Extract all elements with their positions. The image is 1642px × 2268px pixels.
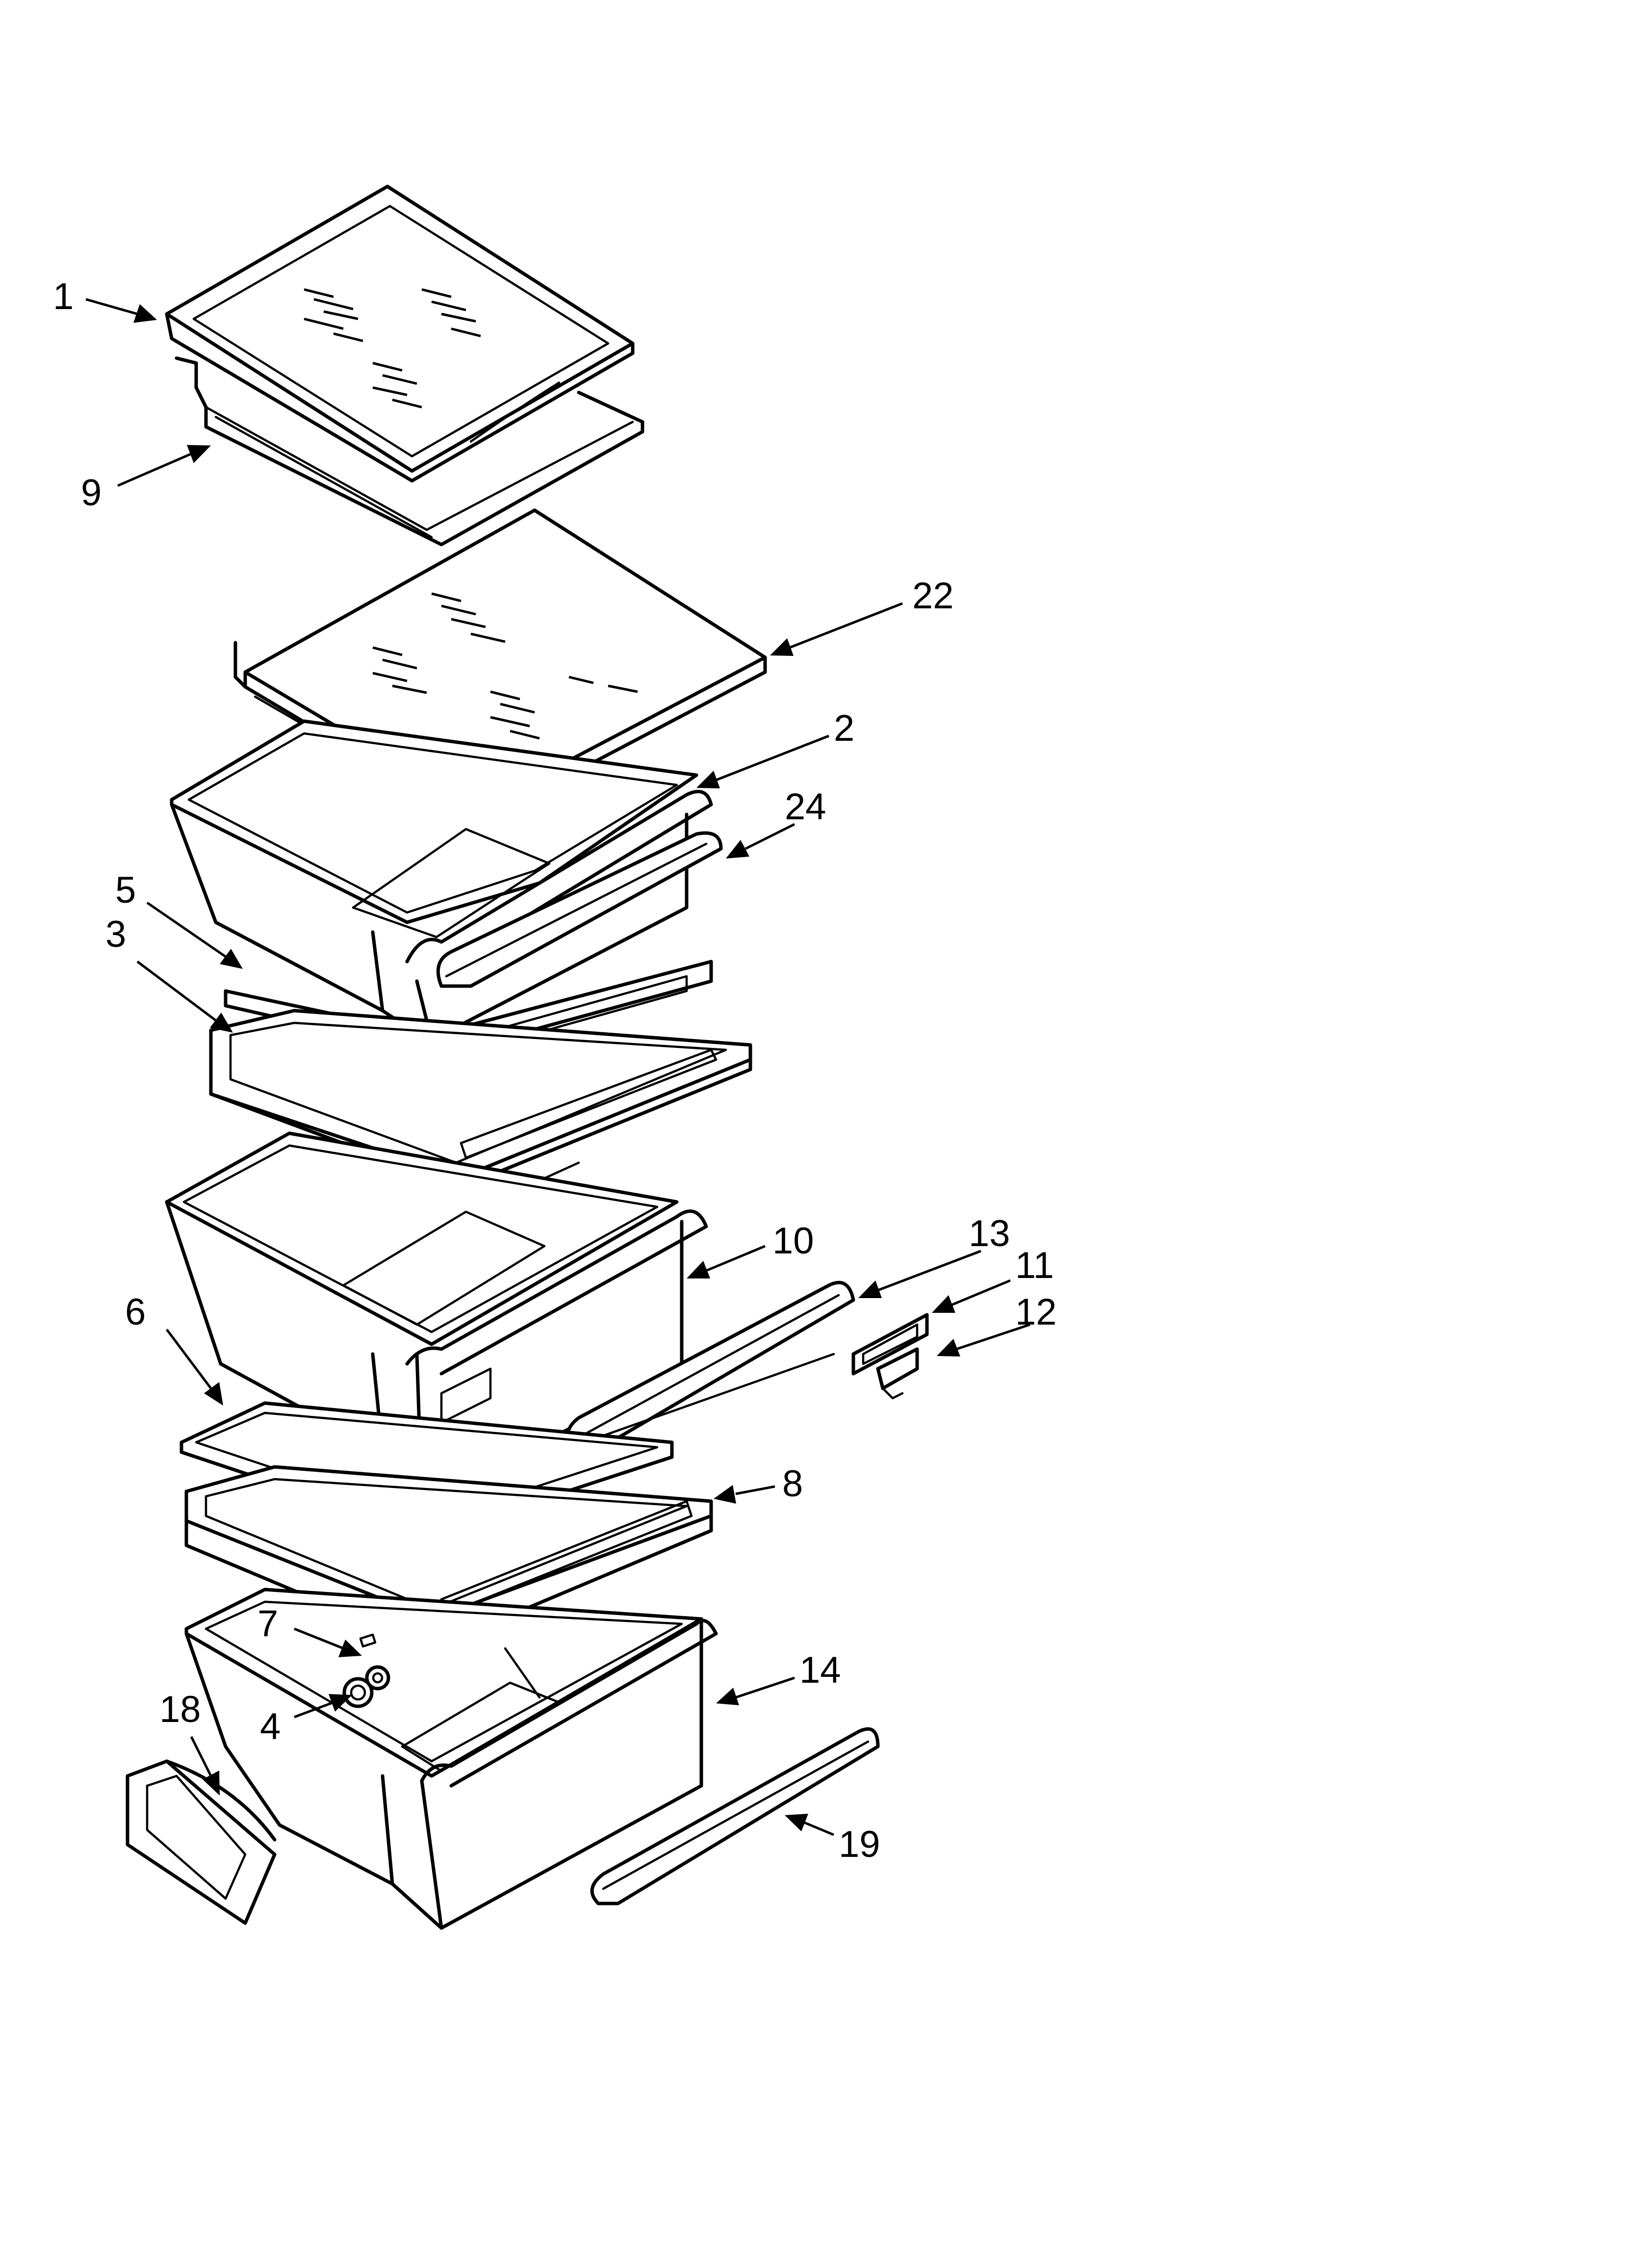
control-cover-part-11 (851, 1313, 929, 1376)
glass-reflection-marks (304, 288, 481, 409)
callout-11: 11 (1015, 1245, 1054, 1286)
callout-19: 19 (839, 1824, 880, 1865)
callout-labels: 1 9 22 2 24 5 3 10 13 11 12 6 8 7 14 18 … (53, 276, 1057, 1865)
callout-leaders (85, 298, 1030, 1836)
callout-13: 13 (969, 1213, 1010, 1254)
callout-3: 3 (105, 913, 126, 955)
drawer-handle-part-24 (436, 831, 723, 988)
callout-14: 14 (799, 1649, 841, 1691)
callout-6: 6 (125, 1291, 146, 1333)
control-slide-part-12 (876, 1347, 919, 1400)
crisper-drawer-part-2 (170, 719, 713, 1042)
callout-4: 4 (260, 1706, 281, 1747)
clip-part-7 (359, 1633, 377, 1648)
callout-9: 9 (81, 472, 102, 514)
shelf-part-1 (165, 184, 635, 483)
callout-18: 18 (159, 1689, 201, 1730)
callout-7: 7 (257, 1603, 278, 1644)
humidity-knob-part-4 (342, 1665, 390, 1708)
callout-22: 22 (912, 575, 954, 617)
callout-12: 12 (1015, 1291, 1057, 1333)
label-frame-part-18 (126, 1759, 277, 1925)
callout-5: 5 (115, 869, 136, 911)
callout-2: 2 (834, 707, 854, 749)
callout-10: 10 (772, 1220, 814, 1262)
callout-8: 8 (782, 1463, 803, 1505)
glass-reflection-marks (372, 592, 638, 740)
drawer-trim-part-13 (565, 1280, 855, 1454)
callout-24: 24 (785, 786, 826, 828)
drawer-handle-part-19 (590, 1727, 880, 1905)
meat-cover-frame-part-8 (184, 1465, 713, 1665)
shelf-frame-part-9 (175, 356, 644, 547)
callout-1: 1 (53, 276, 74, 317)
